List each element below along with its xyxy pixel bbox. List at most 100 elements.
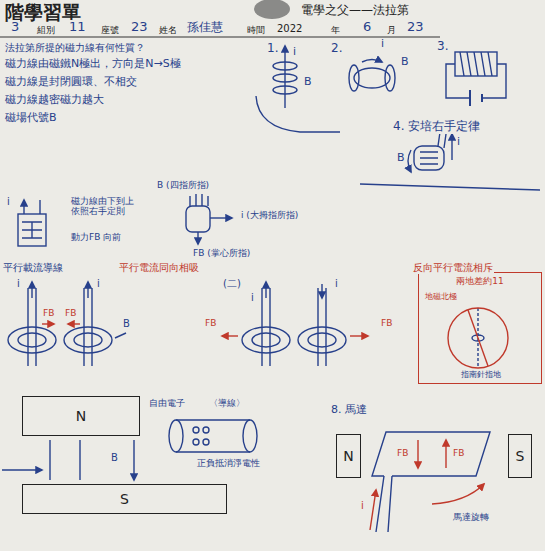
note: 磁力線由下到上 依照右手定則 — [70, 196, 146, 217]
group-number: 11 — [68, 20, 87, 35]
current-arrow — [265, 282, 266, 298]
force-label: FB — [64, 308, 77, 318]
field-arrow — [2, 469, 42, 470]
note: 動力FB 向前 — [70, 232, 122, 242]
current-label: i — [96, 278, 101, 290]
force-label: FB — [396, 448, 409, 458]
right-hand — [186, 206, 210, 232]
field-loop — [349, 65, 359, 91]
field-label: B — [110, 452, 119, 464]
note: 反向平行電流相斥 — [412, 262, 494, 274]
field-name: 時間 — [246, 25, 266, 35]
current-arrow — [31, 282, 32, 298]
note: 馬達旋轉 — [452, 512, 490, 522]
electron — [193, 439, 199, 445]
hand-note: B (四指所指) — [156, 180, 210, 190]
rule-name: 4. 安培右手定律 — [392, 120, 481, 134]
coil-frame — [18, 214, 46, 246]
field-label: B — [396, 152, 406, 165]
field-label: B — [303, 76, 313, 89]
field-name: 月 — [386, 25, 397, 35]
circuit-wire — [446, 64, 506, 98]
force-arrow — [350, 335, 368, 336]
coil-turns — [22, 222, 42, 238]
part-label: 〈導線〉 — [208, 398, 246, 408]
field-name: 年 — [330, 25, 341, 35]
electron — [203, 427, 209, 433]
header-rule — [0, 37, 440, 38]
solenoid — [455, 52, 497, 76]
field-lines — [50, 440, 134, 480]
conductor-body — [176, 420, 250, 452]
field-loop — [273, 86, 297, 94]
answer: 磁力線是封閉圓環、不相交 — [4, 76, 138, 89]
item-number: 3. — [436, 40, 449, 54]
item-number: 8. 馬達 — [330, 404, 368, 417]
force-arrow — [417, 440, 418, 468]
item-number: 1. — [266, 42, 279, 56]
force-arrow — [197, 232, 198, 244]
field-loop — [8, 327, 56, 353]
current-label: i — [250, 292, 255, 304]
note: 指南針指地 — [460, 370, 502, 379]
right-hand — [414, 146, 444, 170]
punch-hole — [254, 0, 290, 19]
box-text: S — [120, 491, 129, 507]
motor-leads — [376, 476, 392, 532]
leader-line — [115, 333, 126, 338]
field-name: 姓名 — [158, 25, 178, 35]
answer: 磁力線越密磁力越大 — [4, 94, 105, 107]
earth-box: 兩地差約11 — [418, 272, 542, 384]
fingers — [190, 194, 208, 206]
field-label: B — [400, 56, 410, 69]
sheet-title: 電學之父——法拉第 — [300, 4, 410, 18]
hand-note: i (大拇指所指) — [240, 210, 299, 220]
field-name: 組別 — [36, 25, 56, 35]
current-label: i — [16, 278, 21, 290]
current-arrow — [321, 284, 322, 298]
class-number: 3 — [10, 20, 20, 35]
magnetic-axis — [468, 310, 488, 366]
force-arrow — [445, 440, 446, 468]
field-loop — [273, 62, 297, 70]
current-label: i — [292, 46, 297, 59]
conductor-end — [169, 420, 183, 452]
field-arrow — [408, 150, 411, 172]
rotation-arrow — [432, 484, 484, 504]
force-label: FB — [380, 318, 393, 328]
current-label: i — [6, 196, 11, 208]
finger-lines — [420, 152, 438, 164]
force-label: FB — [42, 308, 55, 318]
earth-globe — [448, 308, 508, 368]
item-number: (二) — [222, 278, 242, 290]
divider-line — [256, 96, 340, 132]
force-label: FB — [452, 448, 465, 458]
divider-line — [360, 184, 540, 190]
straight-wire — [284, 46, 285, 108]
current-arrow — [23, 200, 24, 214]
seat-number: 23 — [130, 20, 149, 35]
month: 6 — [362, 20, 372, 35]
circuit-wire — [39, 200, 40, 214]
question: 法拉第所提的磁力線有何性質？ — [4, 42, 146, 54]
thumb-arrow — [210, 217, 232, 218]
box-text: S — [516, 448, 525, 464]
section-title: 平行載流導線 — [2, 262, 64, 274]
pole-label: 地磁北極 — [424, 292, 458, 301]
part-label: 自由電子 — [148, 398, 186, 408]
force-arrow — [68, 323, 80, 324]
coil-turns — [460, 52, 492, 76]
current-label: i — [380, 38, 385, 51]
force-arrow — [222, 335, 238, 336]
conductor-end — [243, 420, 257, 452]
field-loop — [273, 74, 297, 82]
item-number: 2. — [330, 42, 343, 56]
electron — [203, 439, 209, 445]
field-loop — [18, 333, 46, 347]
current-arrow — [370, 490, 376, 530]
current-arrow — [451, 134, 452, 160]
field-loop — [74, 333, 102, 347]
student-name: 孫佳慧 — [186, 21, 224, 35]
